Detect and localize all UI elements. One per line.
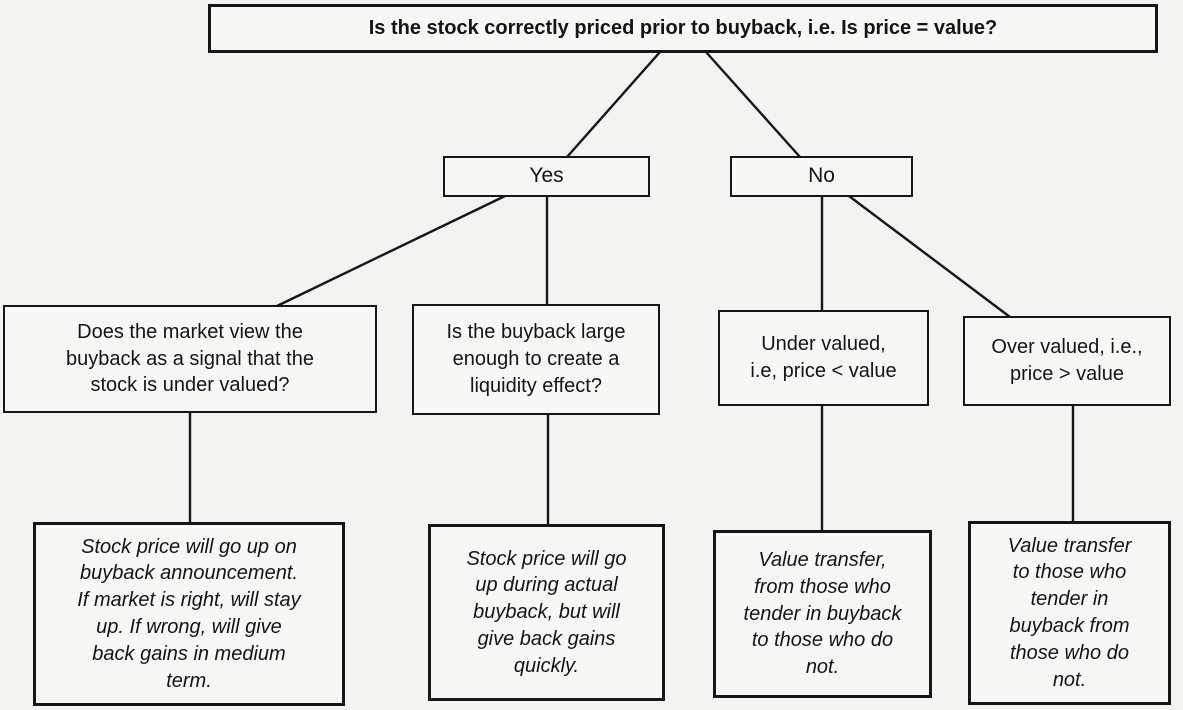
node-outcome-value-transfer-to-tenderers: Value transfer to those who tender in bu… (968, 521, 1171, 705)
node-root-question: Is the stock correctly priced prior to b… (208, 4, 1158, 53)
node-outcome-signal-announcement: Stock price will go up on buyback announ… (33, 522, 345, 706)
edge-yes-q_signal (276, 194, 506, 308)
node-question-market-signal: Does the market view the buyback as a si… (3, 305, 377, 413)
edge-root-no (705, 51, 801, 158)
node-over-valued: Over valued, i.e., price > value (963, 316, 1171, 406)
edge-root-yes (566, 51, 661, 158)
node-yes: Yes (443, 156, 650, 197)
node-question-liquidity-effect: Is the buyback large enough to create a … (412, 304, 660, 415)
node-outcome-value-transfer-from-tenderers: Value transfer, from those who tender in… (713, 530, 932, 698)
node-outcome-liquidity-gains: Stock price will go up during actual buy… (428, 524, 665, 701)
edge-no-overvalued (848, 195, 1011, 318)
node-no: No (730, 156, 913, 197)
node-under-valued: Under valued, i.e, price < value (718, 310, 929, 406)
